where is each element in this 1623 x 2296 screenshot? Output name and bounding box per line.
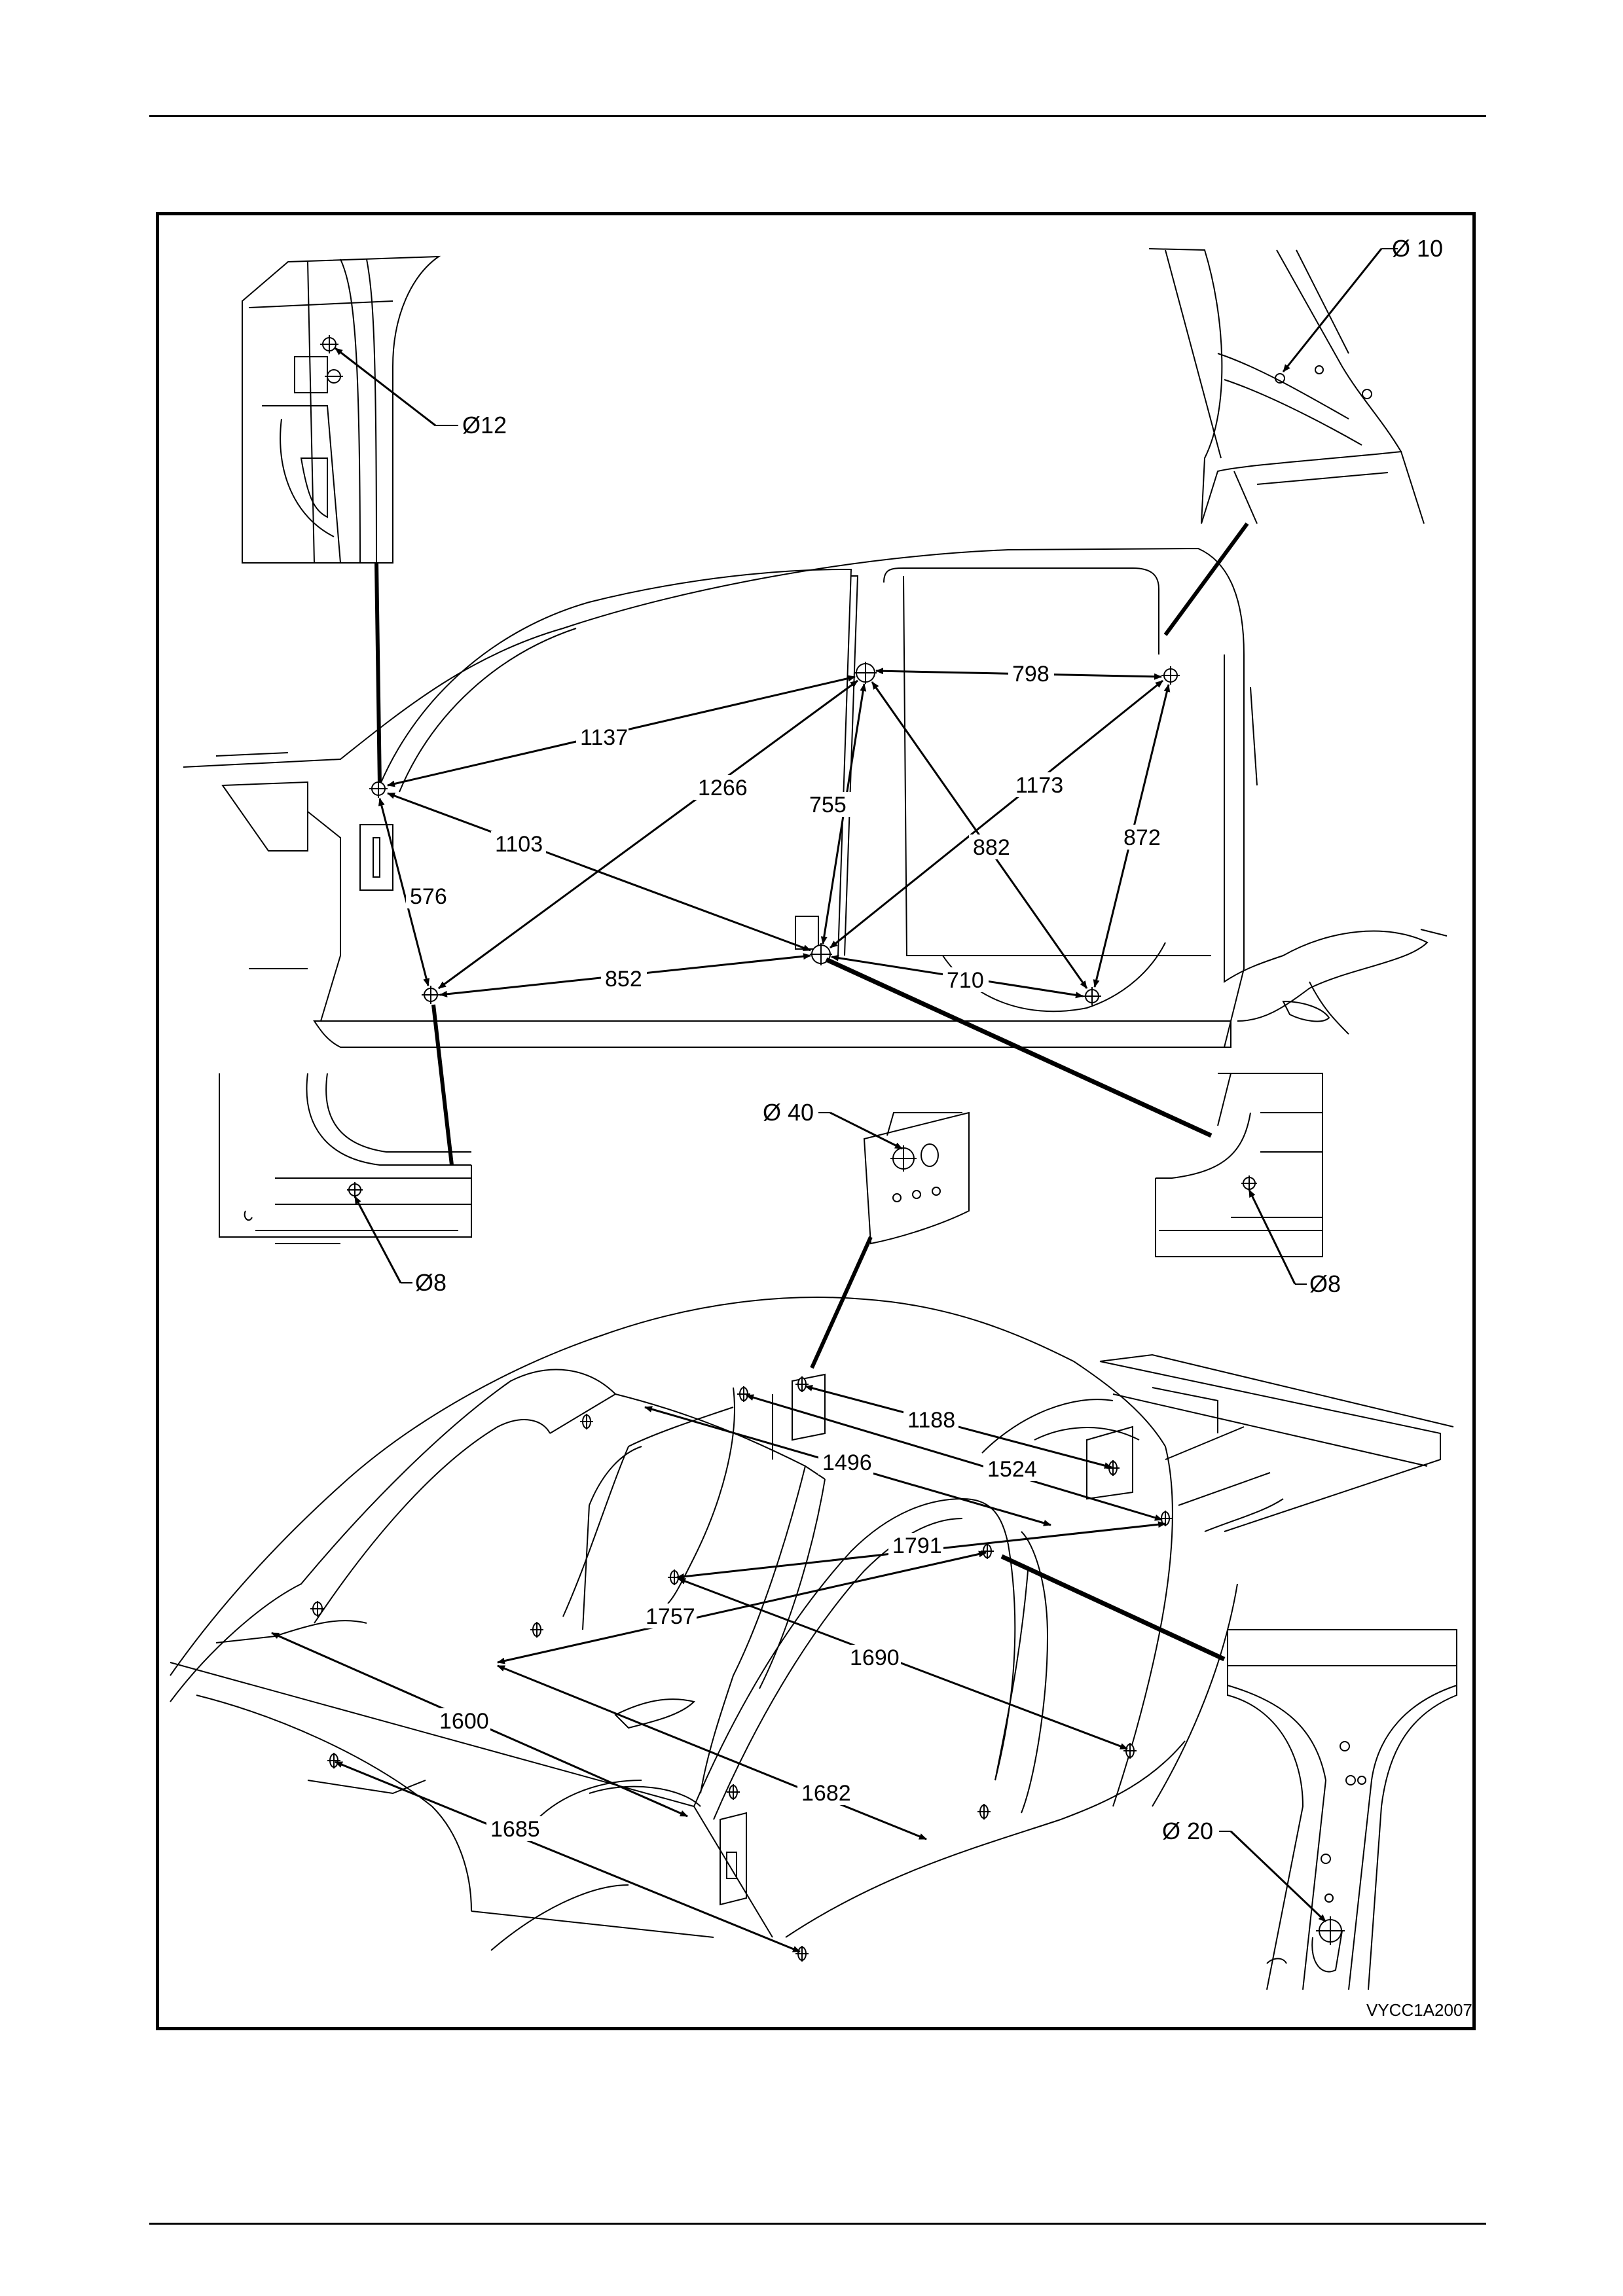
rear-pillar-holes bbox=[1275, 366, 1372, 399]
point-c-pillar bbox=[1161, 666, 1180, 685]
point-a-pillar bbox=[369, 780, 388, 798]
dim-label-1690: 1690 bbox=[850, 1645, 900, 1670]
leader-o40 bbox=[830, 1113, 902, 1149]
connector-b-pillar-plate bbox=[812, 1237, 871, 1368]
leader-center-sill bbox=[1249, 1190, 1295, 1284]
figure-code: VYCC1A2007 bbox=[1366, 2000, 1472, 2020]
rear-pillar-inset bbox=[1149, 249, 1424, 524]
dim-label-1173: 1173 bbox=[1015, 773, 1063, 798]
b-pillar-plate-inset bbox=[864, 1113, 969, 1244]
point-front-sill bbox=[422, 986, 440, 1004]
dim-label-576: 576 bbox=[410, 884, 447, 909]
diameter-label-o40: Ø 40 bbox=[763, 1099, 814, 1126]
diameter-label-o12: Ø12 bbox=[462, 412, 507, 439]
perspective-dimension-label-bg bbox=[435, 1407, 1038, 1841]
leader-o20 bbox=[1231, 1831, 1326, 1922]
perspective-body bbox=[170, 1297, 1453, 1950]
dim-label-882: 882 bbox=[973, 835, 1010, 860]
p-b-pillar-base bbox=[977, 1804, 991, 1820]
diameter-label-o20: Ø 20 bbox=[1162, 1818, 1213, 1844]
measurement-points-side bbox=[369, 662, 1180, 1005]
p-roof-front-right bbox=[737, 1386, 750, 1402]
side-dimension-label-bg bbox=[406, 661, 1165, 992]
p-a-pillar-mid bbox=[530, 1622, 543, 1638]
dim-line-1757 bbox=[498, 1552, 986, 1662]
p-rocker-front-right bbox=[795, 1946, 809, 1962]
dim-line-1103 bbox=[388, 793, 811, 950]
dim-label-710: 710 bbox=[947, 968, 984, 993]
connector-front-sill bbox=[433, 1005, 452, 1165]
dim-label-755: 755 bbox=[809, 793, 847, 817]
p-rocker-rear-right bbox=[1123, 1743, 1137, 1759]
dim-label-1103: 1103 bbox=[495, 832, 543, 857]
measurement-points-perspective bbox=[310, 1376, 1172, 1962]
dim-label-1188: 1188 bbox=[907, 1408, 955, 1433]
dim-label-1600: 1600 bbox=[439, 1709, 489, 1734]
dim-label-1266: 1266 bbox=[698, 776, 748, 800]
dim-label-798: 798 bbox=[1012, 662, 1049, 687]
dim-line-1173 bbox=[830, 681, 1163, 948]
dim-label-1685: 1685 bbox=[490, 1817, 540, 1842]
dim-line-1690 bbox=[678, 1579, 1127, 1749]
p-roof-front-left bbox=[580, 1414, 593, 1429]
dim-label-872: 872 bbox=[1123, 825, 1161, 850]
leader-front-sill bbox=[355, 1196, 401, 1283]
connector-front-pillar bbox=[376, 563, 380, 785]
dim-label-1137: 1137 bbox=[580, 725, 628, 750]
diameter-label-o10: Ø 10 bbox=[1392, 235, 1443, 262]
diameter-label-center-sill: Ø8 bbox=[1309, 1270, 1341, 1297]
point-b-pillar-top bbox=[854, 662, 877, 684]
dim-label-1524: 1524 bbox=[987, 1457, 1037, 1482]
point-rear-sill bbox=[1083, 987, 1101, 1005]
diameter-label-front-sill: Ø8 bbox=[415, 1269, 447, 1296]
connector-b-pillar-lower bbox=[1002, 1556, 1224, 1659]
p-a-pillar-left bbox=[310, 1601, 325, 1617]
dim-label-1496: 1496 bbox=[822, 1450, 872, 1475]
front-sill-hole bbox=[347, 1182, 363, 1198]
connector-rear-pillar bbox=[1165, 524, 1247, 635]
front-sill-inset bbox=[219, 1073, 471, 1244]
leader-o10 bbox=[1283, 249, 1381, 372]
dim-line-1682 bbox=[498, 1666, 926, 1839]
p-b-pillar-mid-right bbox=[981, 1543, 994, 1559]
front-pillar-hole bbox=[320, 335, 343, 383]
front-pillar-inset bbox=[242, 257, 439, 563]
dim-label-1791: 1791 bbox=[892, 1534, 942, 1558]
dim-label-1682: 1682 bbox=[801, 1781, 851, 1806]
dim-label-852: 852 bbox=[605, 967, 642, 992]
b-pillar-lower-inset bbox=[1228, 1630, 1457, 1990]
center-sill-hole bbox=[1241, 1175, 1257, 1191]
p-front-low-left bbox=[327, 1753, 340, 1768]
p-rear-right bbox=[1106, 1460, 1120, 1476]
leader-o12 bbox=[335, 348, 435, 425]
center-sill-inset bbox=[1156, 1073, 1322, 1257]
dim-label-1757: 1757 bbox=[646, 1604, 695, 1629]
